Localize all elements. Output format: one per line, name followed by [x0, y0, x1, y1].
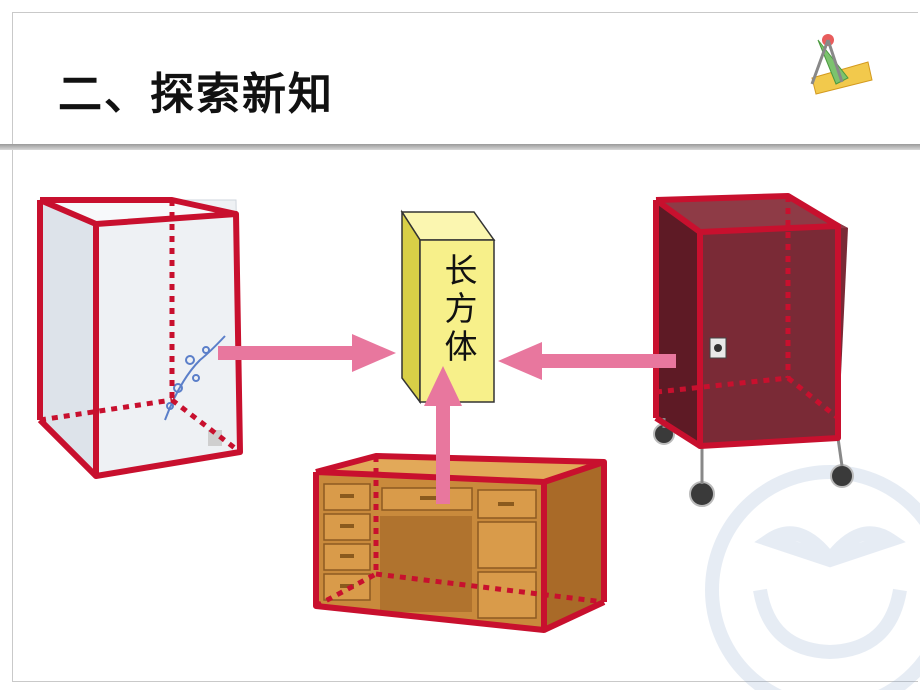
geometry-tools-icon [810, 34, 873, 95]
arrow-freezer-to-cuboid [218, 334, 396, 372]
desk-cuboid-edges [313, 453, 607, 633]
cabinet-image [653, 196, 854, 507]
arrow-cabinet-to-cuboid [498, 342, 676, 380]
cuboid-label-char-3: 体 [444, 327, 478, 366]
arrow-desk-to-cuboid [424, 366, 462, 504]
cabinet-cuboid-edges [653, 193, 841, 449]
slide-frame [12, 12, 918, 682]
cuboid-model [400, 209, 496, 405]
cuboid-label-char-2: 方 [444, 289, 478, 328]
title-divider [0, 144, 920, 150]
desk-image [316, 456, 604, 630]
cuboid-label: 长 方 体 [437, 252, 485, 366]
freezer-cuboid-edges [37, 197, 243, 479]
freezer-image [39, 199, 241, 477]
slide-title: 二、探索新知 [58, 69, 334, 120]
hands-plant-watermark [705, 465, 920, 690]
cuboid-label-char-1: 长 [444, 251, 478, 290]
